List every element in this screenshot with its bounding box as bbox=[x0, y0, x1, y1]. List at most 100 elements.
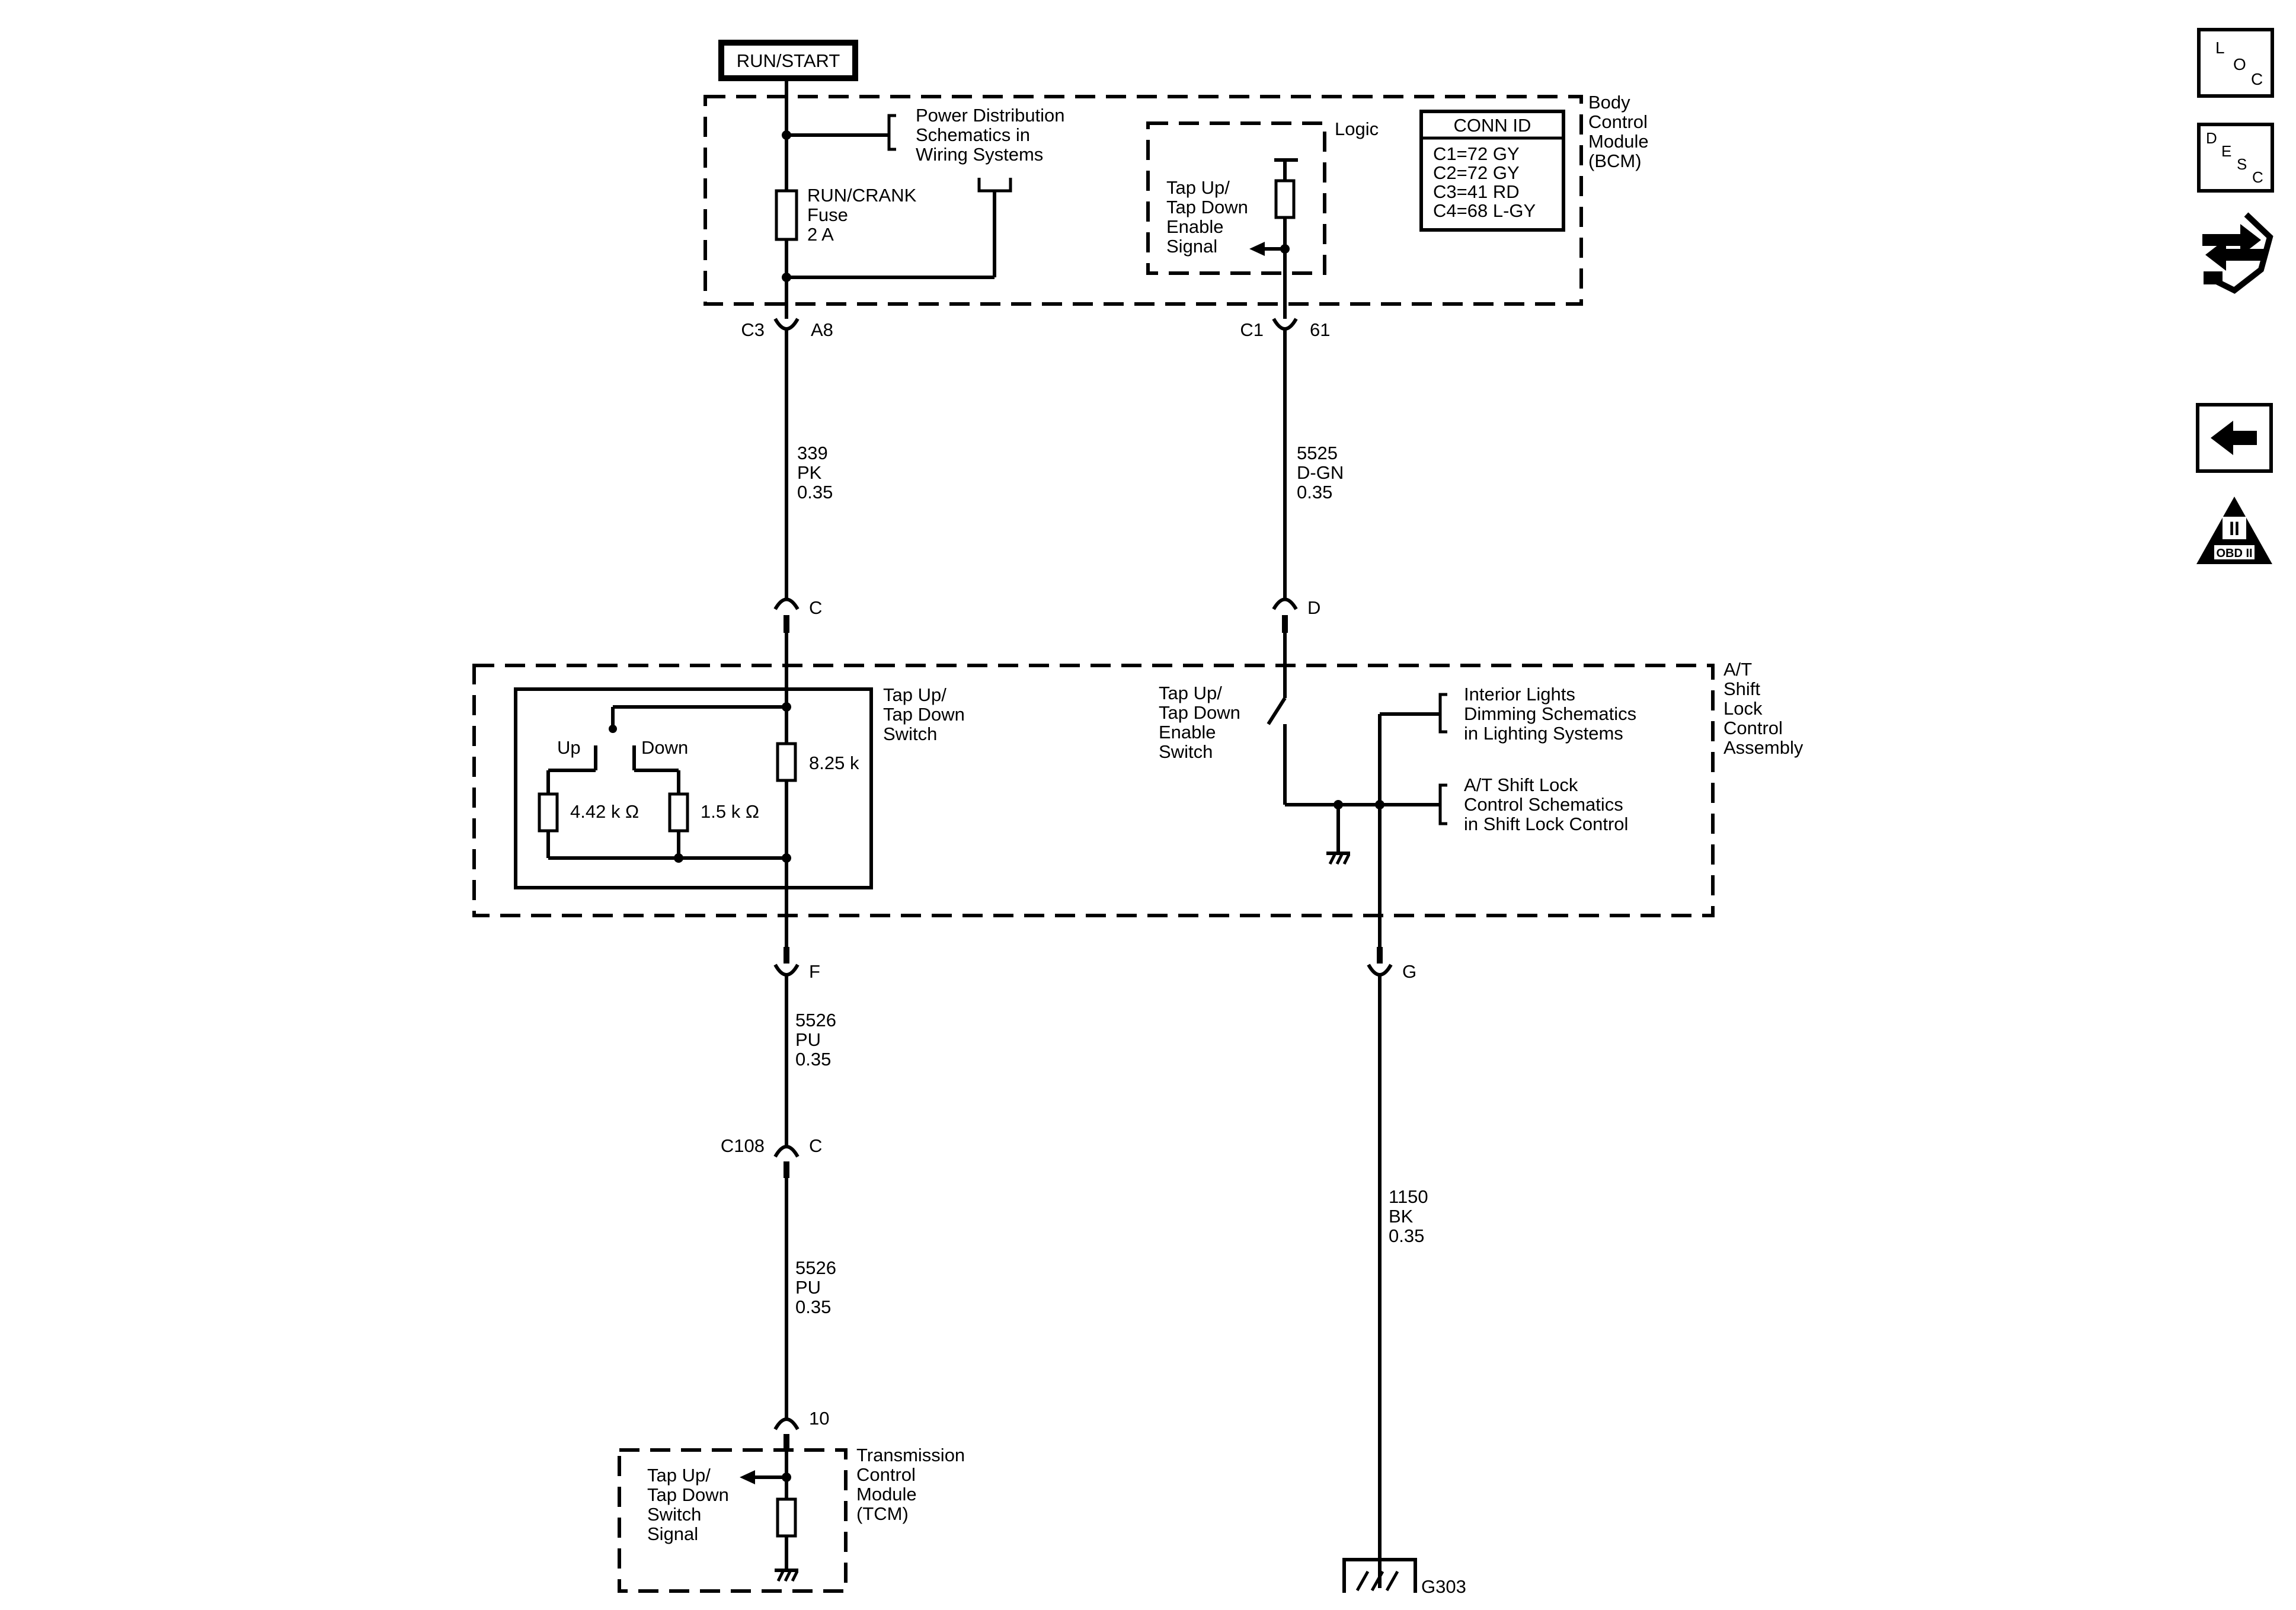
logic-signal-label: Tap Up/ Tap Down Enable Signal bbox=[1166, 177, 1248, 257]
tcm-signal-line: Tap Down bbox=[647, 1484, 729, 1505]
power-dist-tap bbox=[977, 178, 1012, 193]
connector-pin: D bbox=[1307, 597, 1320, 618]
tcm-signal-line: Signal bbox=[647, 1523, 698, 1544]
fuse-label: RUN/CRANK Fuse 2 A bbox=[807, 185, 917, 245]
connector-label: C1 bbox=[1240, 319, 1264, 340]
logic-signal-line: Signal bbox=[1166, 236, 1217, 257]
desc-letter: E bbox=[2221, 142, 2231, 160]
wire-size: 0.35 bbox=[795, 1049, 831, 1070]
switch-up-label: Up bbox=[557, 737, 581, 758]
loc-letter: C bbox=[2251, 70, 2263, 88]
wire-339-label: 339 PK 0.35 bbox=[797, 443, 833, 502]
power-dist-bracket bbox=[887, 114, 896, 151]
tap-switch-box bbox=[514, 687, 873, 889]
signal-arrow-icon bbox=[1249, 242, 1265, 256]
connector-10-pin bbox=[784, 1434, 789, 1451]
wire-color: PU bbox=[795, 1277, 821, 1298]
tcm-label-line: Module bbox=[856, 1484, 917, 1505]
splice-dot bbox=[674, 853, 683, 863]
back-button[interactable] bbox=[2196, 403, 2273, 473]
power-dist-line: Wiring Systems bbox=[916, 144, 1043, 165]
connector-c1-61 bbox=[1272, 318, 1298, 331]
pullup-resistor bbox=[1274, 179, 1296, 219]
enable-switch-label: Tap Up/ Tap Down Enable Switch bbox=[1159, 683, 1240, 762]
tcm-label-line: (TCM) bbox=[856, 1503, 909, 1524]
conn-id-row: C2=72 GY bbox=[1433, 162, 1520, 183]
wire-size: 0.35 bbox=[1297, 482, 1332, 502]
resistor-1-5k-label: 1.5 k Ω bbox=[701, 801, 759, 822]
connector-pin: F bbox=[809, 961, 820, 982]
tcm-boundary bbox=[618, 1448, 848, 1593]
resistor-8-25k-label: 8.25 k bbox=[809, 753, 859, 773]
wire-color: PK bbox=[797, 462, 822, 483]
loc-button[interactable]: L O C bbox=[2197, 28, 2274, 98]
shift-lock-label: A/T Shift Lock Control Assembly bbox=[1723, 659, 1803, 758]
connector-c108 bbox=[773, 1145, 800, 1158]
fuse-label-line: 2 A bbox=[807, 224, 834, 245]
back-arrow-icon bbox=[2211, 421, 2257, 455]
tcm-label-line: Transmission bbox=[856, 1445, 965, 1465]
ground-g303-label: G303 bbox=[1421, 1576, 1466, 1597]
logic-signal-line: Enable bbox=[1166, 216, 1224, 237]
tap-switch-label-line: Switch bbox=[883, 724, 937, 744]
connector-label: C3 bbox=[741, 319, 765, 340]
bcm-label-line: Body bbox=[1588, 92, 1630, 113]
interior-lights-bracket bbox=[1438, 693, 1447, 734]
shift-lock-ref-line: in Shift Lock Control bbox=[1464, 814, 1628, 834]
logic-label: Logic bbox=[1335, 119, 1379, 139]
power-dist-ref: Power Distribution Schematics in Wiring … bbox=[916, 105, 1065, 165]
wire-5526b-label: 5526 PU 0.35 bbox=[795, 1257, 836, 1317]
connector-pin: C bbox=[809, 1135, 822, 1156]
obd-ii-icon[interactable]: II OBD II bbox=[2196, 497, 2272, 564]
interior-ref-line: Dimming Schematics bbox=[1464, 703, 1636, 724]
connector-g bbox=[1367, 964, 1393, 977]
interior-ref-line: in Lighting Systems bbox=[1464, 723, 1623, 744]
tcm-pulldown-resistor bbox=[776, 1497, 797, 1538]
connector-label: C108 bbox=[721, 1135, 765, 1156]
tcm-signal-line: Switch bbox=[647, 1504, 701, 1525]
logic-signal-line: Tap Up/ bbox=[1166, 177, 1230, 198]
desc-letter: C bbox=[2252, 168, 2263, 186]
shift-lock-label-line: A/T bbox=[1723, 659, 1752, 680]
enable-switch-label-line: Tap Down bbox=[1159, 702, 1240, 723]
bcm-label-line: Module bbox=[1588, 131, 1649, 152]
loc-letter: O bbox=[2233, 55, 2246, 73]
conn-id-title: CONN ID bbox=[1454, 115, 1531, 136]
loc-letter: L bbox=[2215, 39, 2225, 57]
resistor-4-42k-label: 4.42 k Ω bbox=[570, 801, 639, 822]
fuse-label-line: RUN/CRANK bbox=[807, 185, 917, 206]
shift-lock-ref-bracket bbox=[1438, 783, 1447, 825]
connector-d bbox=[1272, 597, 1298, 610]
tcm-label-line: Control bbox=[856, 1464, 916, 1485]
connector-c-pin bbox=[784, 615, 789, 633]
desc-letter: D bbox=[2206, 129, 2217, 147]
resistor-1-5k bbox=[668, 792, 689, 833]
shift-lock-ref: A/T Shift Lock Control Schematics in Shi… bbox=[1464, 774, 1628, 834]
resistor-8-25k bbox=[776, 742, 797, 782]
resistor-4-42k bbox=[538, 792, 559, 833]
shift-lock-ref-line: Control Schematics bbox=[1464, 794, 1623, 815]
wire-circuit: 5526 bbox=[795, 1010, 836, 1030]
tap-switch-label-line: Tap Down bbox=[883, 704, 965, 725]
connector-pin: C bbox=[809, 597, 822, 618]
chassis-ground-icon bbox=[775, 1569, 799, 1582]
enable-switch-label-line: Enable bbox=[1159, 722, 1216, 742]
connector-10 bbox=[773, 1417, 800, 1430]
conn-id-row: C1=72 GY bbox=[1433, 143, 1520, 164]
interior-lights-ref: Interior Lights Dimming Schematics in Li… bbox=[1464, 684, 1636, 744]
connector-c3-a8 bbox=[773, 318, 800, 331]
wire-color: BK bbox=[1389, 1206, 1414, 1227]
shift-lock-boundary bbox=[472, 664, 1715, 917]
connector-c bbox=[773, 597, 800, 610]
wire-size: 0.35 bbox=[1389, 1225, 1424, 1246]
wire-circuit: 5525 bbox=[1297, 443, 1338, 463]
logic-signal-line: Tap Down bbox=[1166, 197, 1248, 217]
wire-circuit: 1150 bbox=[1389, 1186, 1428, 1207]
desc-button[interactable]: D E S C bbox=[2197, 123, 2274, 193]
run-start-power-label: RUN/START bbox=[718, 40, 858, 81]
conn-id-row: C4=68 L-GY bbox=[1433, 200, 1536, 221]
connector-pinout-icon[interactable] bbox=[2202, 212, 2273, 294]
shift-lock-label-line: Shift bbox=[1723, 678, 1760, 699]
bcm-label-line: Control bbox=[1588, 111, 1648, 132]
